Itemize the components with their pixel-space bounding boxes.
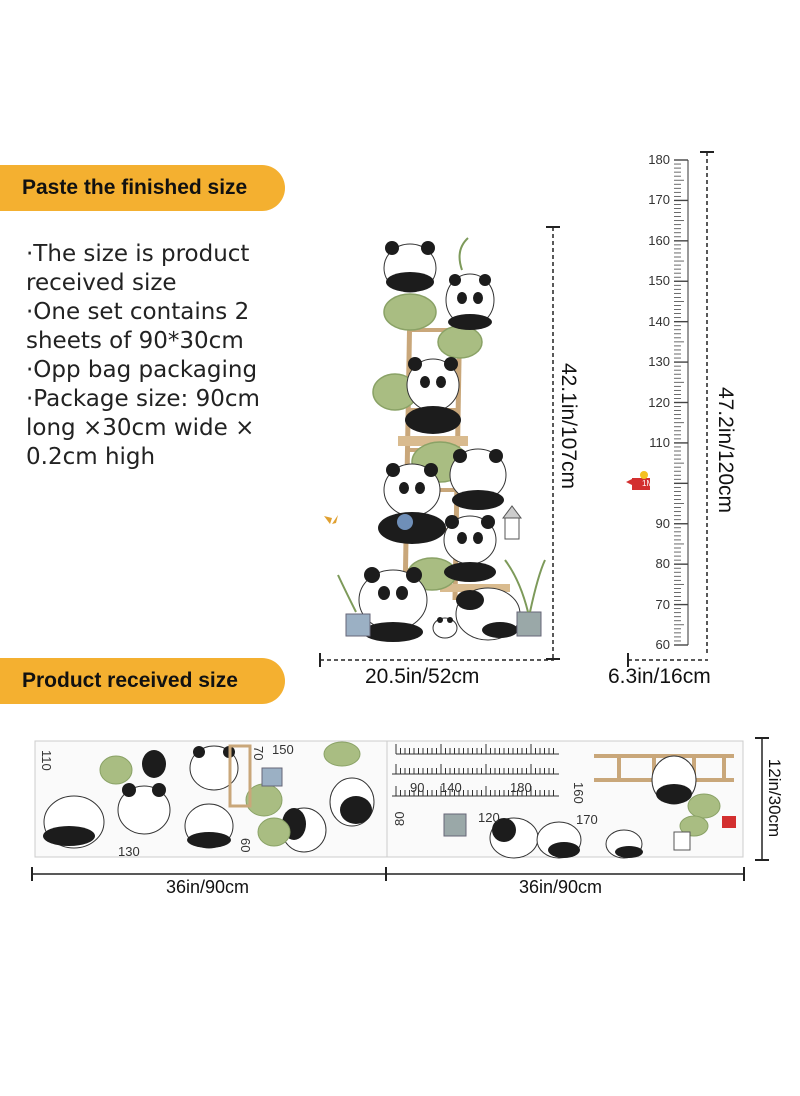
ruler-label: 120	[648, 394, 670, 410]
ruler-label: 80	[655, 556, 670, 572]
ruler-label: 180	[648, 152, 670, 167]
ruler-label: 170	[648, 192, 670, 208]
finished-size-banner: Paste the finished size	[0, 165, 285, 211]
sheet-left-label: 60	[238, 838, 253, 853]
description-line: sheets of 90*30cm	[26, 328, 244, 354]
panda	[383, 241, 437, 293]
sheet-height-dimension-line	[755, 737, 769, 861]
sheet-right-width-label: 36in/90cm	[519, 877, 603, 897]
ruler-height-dimension-line	[700, 151, 714, 654]
ruler-label: 90	[655, 515, 670, 531]
description-line: ·Package size: 90cm	[26, 386, 260, 412]
sheet-right-label: 180	[510, 780, 532, 795]
ruler-label: 110	[649, 434, 670, 450]
sheet-left-label: 130	[118, 844, 140, 859]
panda-width-dimension-line	[319, 653, 554, 667]
sheet-left-label: 70	[251, 746, 266, 761]
description-line: ·Opp bag packaging	[26, 357, 258, 383]
description-line: received size	[26, 270, 177, 296]
ruler-label: 140	[648, 313, 670, 329]
ruler-label: 70	[655, 596, 670, 612]
sheet-height-label: 12in/30cm	[765, 758, 784, 838]
height-ruler	[674, 159, 689, 646]
sheet-right-label: 170	[576, 812, 598, 827]
sheet-right-label: 160	[571, 782, 586, 804]
ruler-label: 60	[655, 637, 670, 652]
sticker-sheets	[34, 740, 744, 859]
sheet-right-label: 80	[392, 811, 407, 826]
panda-height-dimension-line	[546, 226, 560, 660]
description-line: long ×30cm wide ×	[26, 415, 255, 441]
panda-width-label: 20.5in/52cm	[365, 665, 480, 688]
ruler-label: 130	[648, 354, 670, 370]
ruler-width-label: 6.3in/16cm	[608, 665, 711, 688]
received-size-banner: Product received size	[0, 658, 285, 704]
ruler-marker-icon	[626, 471, 650, 490]
sheet-right-label: 90	[410, 780, 425, 795]
description-line: 0.2cm high	[26, 444, 156, 470]
sheet-left-width-label: 36in/90cm	[166, 877, 250, 897]
ruler-label: 160	[648, 232, 670, 248]
sheet-width-dimension-line	[31, 867, 745, 881]
description-line: ·One set contains 2	[26, 299, 250, 325]
sheet-right-label: 140	[440, 780, 462, 795]
ruler-height-label: 47.2in/120cm	[714, 386, 737, 514]
sheet-left-label: 150	[272, 742, 294, 757]
ruler-label: 150	[648, 273, 670, 289]
ruler-width-dimension-line	[627, 653, 708, 667]
sheet-left-label: 110	[39, 750, 54, 771]
panda-height-label: 42.1in/107cm	[557, 362, 580, 490]
ruler-marker-label: 1M	[642, 479, 654, 488]
product-description: ·The size is product received size ·One …	[26, 240, 296, 472]
description-line: ·The size is product	[26, 241, 250, 267]
sheet-right-label: 120	[478, 810, 500, 825]
